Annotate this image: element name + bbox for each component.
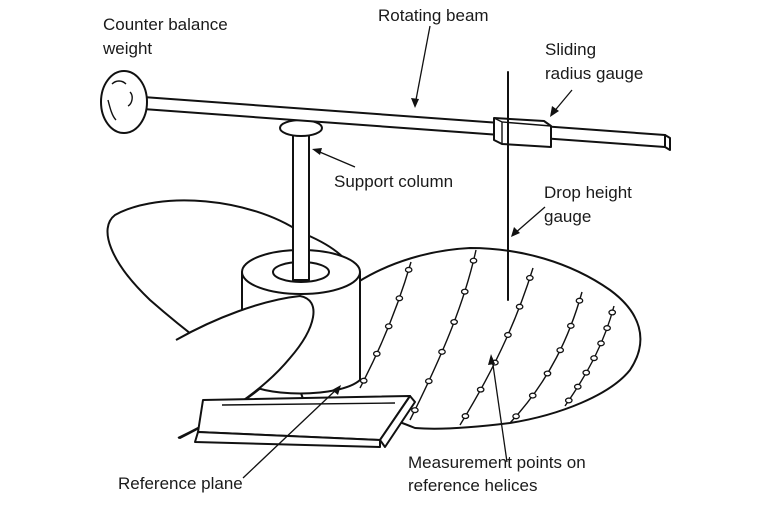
label-rotating-beam: Rotating beam	[378, 6, 489, 25]
measurement-point	[424, 378, 433, 385]
reference-plane-block	[194, 395, 416, 448]
measurement-points	[359, 257, 617, 420]
measurement-point	[564, 397, 573, 404]
reference-helices	[359, 249, 615, 426]
label-sliding-radius-gauge: Sliding radius gauge	[545, 40, 643, 84]
measurement-point	[556, 347, 565, 354]
label-line: Measurement points on	[408, 453, 586, 472]
measurement-point	[469, 257, 478, 264]
measurement-point	[597, 340, 605, 347]
label-line: reference helices	[408, 476, 538, 495]
measurement-point	[372, 350, 381, 357]
measurement-point	[515, 303, 524, 310]
rotating-beam	[142, 96, 671, 151]
measurement-point	[395, 295, 404, 302]
label-line: Counter balance	[103, 15, 228, 34]
measurement-point	[438, 348, 446, 355]
sliding-radius-gauge	[493, 117, 552, 148]
measurement-point	[543, 370, 552, 377]
leader-arrows	[242, 25, 573, 479]
label-line: gauge	[544, 207, 592, 226]
measurement-point	[566, 322, 575, 329]
measurement-point	[461, 413, 470, 420]
measurement-point	[603, 325, 611, 332]
label-drop-height-gauge: Drop height gauge	[544, 183, 632, 227]
measurement-point	[450, 318, 458, 326]
measurement-point	[590, 355, 598, 362]
label-measurement-points: Measurement points on reference helices	[408, 453, 586, 496]
measurement-point	[504, 331, 512, 338]
label-line: radius gauge	[545, 64, 644, 83]
measurement-point	[411, 407, 419, 414]
measurement-point	[573, 383, 582, 390]
label-support-column: Support column	[334, 172, 454, 191]
counter-balance-weight	[100, 70, 148, 134]
measurement-point	[608, 309, 617, 316]
measurement-point	[404, 266, 413, 273]
measurement-point	[512, 413, 520, 420]
measurement-point	[359, 377, 368, 384]
measurement-point	[575, 297, 584, 304]
label-reference-plane: Reference plane	[118, 474, 243, 493]
measurement-point	[525, 274, 534, 281]
label-line: Drop height	[544, 183, 632, 202]
measurement-point	[384, 323, 393, 330]
measurement-point	[476, 386, 485, 393]
measurement-point	[528, 392, 537, 399]
measurement-point	[460, 288, 469, 295]
label-line: weight	[103, 39, 153, 58]
label-line: Sliding	[545, 40, 597, 59]
label-counter-balance-weight: Counter balance weight	[103, 15, 228, 59]
measurement-point	[582, 369, 591, 376]
